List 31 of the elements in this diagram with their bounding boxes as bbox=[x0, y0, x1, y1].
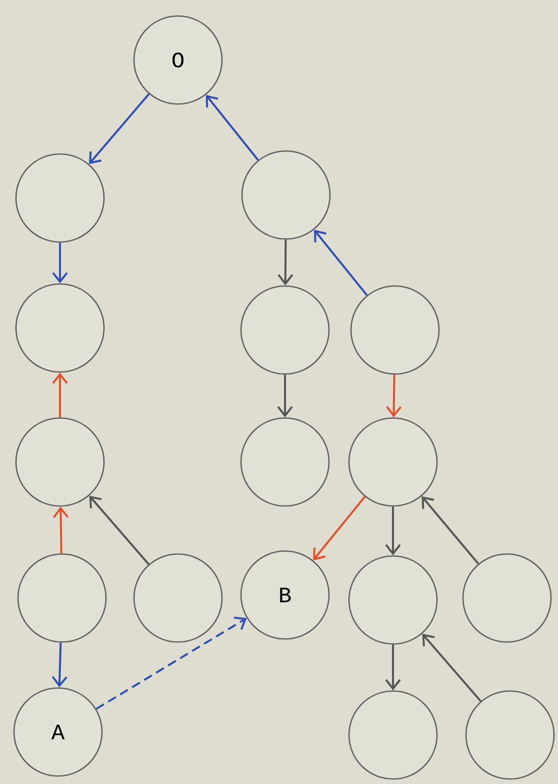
arrow bbox=[89, 93, 150, 164]
arrow bbox=[277, 374, 293, 418]
node-circle bbox=[462, 553, 552, 643]
node-circle bbox=[350, 285, 440, 375]
arrow bbox=[314, 230, 368, 296]
node-circle bbox=[348, 690, 438, 780]
arrow bbox=[385, 506, 401, 556]
node-circle bbox=[240, 417, 330, 507]
arrow bbox=[52, 372, 68, 418]
arrow bbox=[278, 240, 294, 286]
node-circle bbox=[15, 417, 105, 507]
node-circle bbox=[465, 690, 555, 780]
node-circle bbox=[348, 417, 438, 507]
arrow bbox=[422, 496, 480, 564]
arrow bbox=[89, 496, 150, 565]
arrow bbox=[385, 644, 401, 690]
node-circle bbox=[15, 283, 105, 373]
arrow bbox=[52, 242, 68, 284]
arrow bbox=[386, 374, 402, 418]
node-circle bbox=[15, 153, 105, 243]
arrow bbox=[53, 506, 69, 554]
node-circle bbox=[241, 150, 331, 240]
node-circle bbox=[133, 553, 223, 643]
arrow bbox=[96, 616, 247, 710]
arrow bbox=[313, 496, 366, 560]
arrow bbox=[422, 634, 482, 702]
node-circle bbox=[348, 555, 438, 645]
node-circle bbox=[240, 285, 330, 375]
arrow bbox=[206, 94, 259, 161]
node-circle bbox=[17, 553, 107, 643]
arrow bbox=[52, 642, 68, 688]
